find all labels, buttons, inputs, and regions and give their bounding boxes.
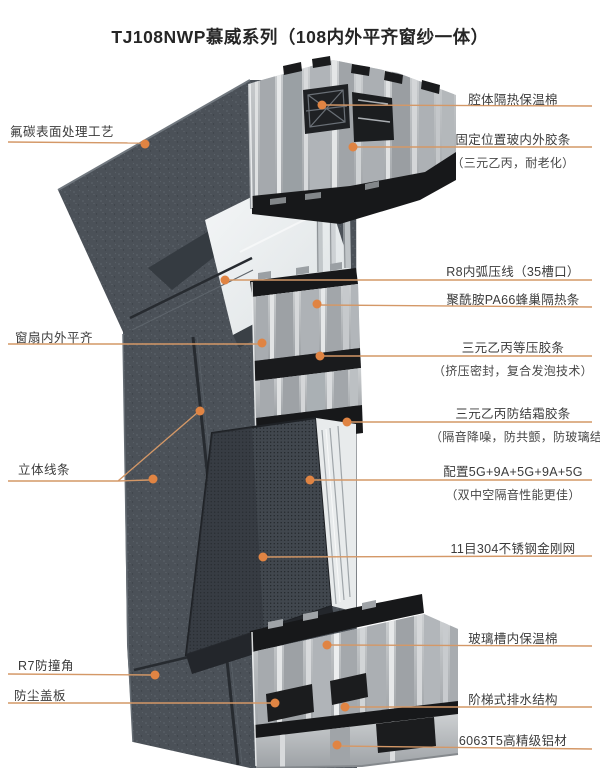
- label-glass-groove-foam: 玻璃槽内保温棉: [468, 632, 558, 646]
- label-glass-config: 配置5G+9A+5G+9A+5G （双中空隔音性能更佳）: [443, 465, 583, 502]
- leader-lines: [7, 104, 593, 750]
- glazing-gasket-band: [252, 152, 456, 224]
- anchor-dots: [140, 100, 358, 750]
- label-cavity-foam: 腔体隔热保温棉: [468, 93, 558, 107]
- label-r8-bead: R8内弧压线（35槽口）: [446, 265, 580, 279]
- cavity-insulation-foam: [303, 84, 350, 134]
- label-step-drainage: 阶梯式排水结构: [468, 693, 558, 707]
- label-pa66-strip: 聚酰胺PA66蜂巢隔热条: [446, 293, 580, 307]
- label-pressure-gasket: 三元乙丙等压胶条 （挤压密封，复合发泡技术）: [433, 341, 593, 378]
- label-dust-cover: 防尘盖板: [14, 689, 67, 703]
- lower-glass-pane: [316, 418, 356, 612]
- label-antifrost-gasket: 三元乙丙防结霜胶条 （隔音降噪，防共颤，防玻璃结霜）: [430, 407, 600, 444]
- label-flush-sash: 窗扇内外平齐: [15, 331, 94, 345]
- label-fixed-glazing-gasket: 固定位置玻内外胶条 （三元乙丙，耐老化）: [451, 133, 575, 170]
- label-6063t5-aluminum: 6063T5高精级铝材: [458, 734, 568, 748]
- label-r7-corner: R7防撞角: [18, 659, 74, 673]
- drainage-step-band: [254, 701, 458, 740]
- page-title: TJ108NWP慕威系列（108内外平齐窗纱一体）: [111, 27, 489, 47]
- label-3d-lines: 立体线条: [18, 463, 71, 477]
- label-stainless-mesh: 11目304不锈钢金刚网: [450, 542, 576, 556]
- label-fluorocarbon-finish: 氟碳表面处理工艺: [10, 125, 115, 139]
